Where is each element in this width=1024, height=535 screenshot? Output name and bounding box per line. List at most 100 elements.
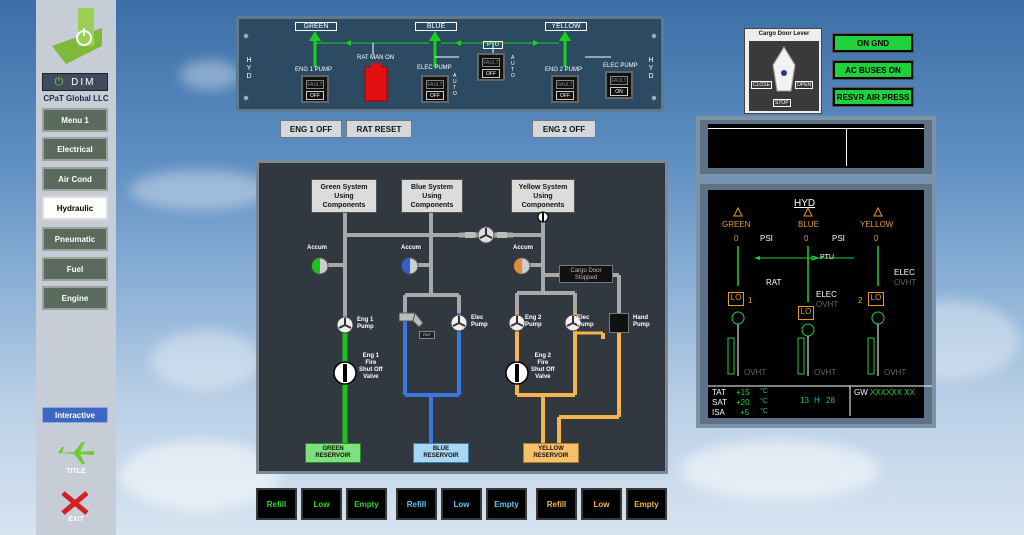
ecam-psi-unit: PSI	[760, 234, 773, 243]
eng1-pump-pushbutton[interactable]: FAULT OFF	[301, 75, 329, 103]
fault-light: FAULT	[556, 80, 574, 89]
rat-guard-icon	[364, 63, 388, 102]
ecam-hyd-title: HYD	[794, 198, 816, 209]
cargo-lever-handle-icon[interactable]	[769, 45, 799, 95]
hand-pump-icon	[609, 313, 629, 333]
on-light: ON	[610, 87, 628, 96]
dim-button[interactable]: ⏻ DIM	[42, 73, 108, 91]
cargo-close-label: CLOSE	[751, 81, 772, 89]
ac-buses-on-button[interactable]: AC BUSES ON	[832, 60, 914, 80]
cargo-door-lever-panel: Cargo Door Lever CLOSE OPEN STOP	[744, 28, 822, 114]
ecam-gw-label: GW	[854, 388, 868, 397]
eng2-off-button[interactable]: ENG 2 OFF	[532, 120, 596, 138]
green-empty-button[interactable]: Empty	[346, 488, 387, 520]
blue-refill-button[interactable]: Refill	[396, 488, 437, 520]
eng2-pump-icon	[508, 314, 526, 332]
ecam-blue-lo-indicator: LO	[798, 306, 814, 320]
cargo-door-lever-title: Cargo Door Lever	[758, 31, 810, 37]
menu-item-pneumatic[interactable]: Pneumatic	[42, 227, 108, 251]
yellow-valve-indicator-icon	[537, 211, 549, 223]
ecam-isa-value: +5	[740, 408, 750, 417]
rat-icon	[399, 311, 424, 328]
blue-system-label: BLUE	[415, 22, 457, 31]
eng1-pump-icon	[336, 316, 354, 334]
yellow-empty-button[interactable]: Empty	[626, 488, 667, 520]
ecam-isa-label: ISA	[712, 408, 725, 417]
cloud	[120, 440, 280, 510]
ecam-green-label: GREEN	[722, 220, 751, 229]
title-airplane-icon[interactable]	[56, 440, 96, 466]
yellow-system-label: YELLOW	[545, 22, 587, 31]
fault-light: FAULT	[426, 80, 444, 89]
rat-label: RAT	[419, 331, 435, 339]
screw	[651, 95, 657, 101]
ecam-sat-value: +20	[736, 398, 750, 407]
rat-reset-button[interactable]: RAT RESET	[346, 120, 412, 138]
blue-low-button[interactable]: Low	[441, 488, 482, 520]
interactive-button[interactable]: Interactive	[42, 407, 108, 423]
exit-icon[interactable]	[60, 490, 90, 516]
yellow-refill-button[interactable]: Refill	[536, 488, 577, 520]
menu-item-air-cond[interactable]: Air Cond	[42, 167, 108, 191]
green-low-button[interactable]: Low	[301, 488, 342, 520]
ecam-yellow-psi-value: 0	[874, 234, 879, 243]
off-light: OFF	[556, 91, 574, 100]
yellow-elec-pump-pushbutton[interactable]: FAULT ON	[605, 71, 633, 99]
ecam-gw-value: XXXXXX XX	[870, 388, 915, 397]
resvr-air-press-button[interactable]: RESVR AIR PRESS	[832, 87, 914, 107]
cloud	[680, 440, 880, 500]
ecam-green-lo-indicator: LO	[728, 292, 744, 306]
ac-buses-on-label: AC BUSES ON	[835, 63, 911, 77]
cargo-open-label: OPEN	[795, 81, 814, 89]
off-light: OFF	[306, 91, 324, 100]
blue-empty-button[interactable]: Empty	[486, 488, 527, 520]
ptu-pushbutton[interactable]: FAULT OFF	[477, 53, 505, 81]
ecam-upper-display	[696, 116, 936, 178]
menu-item-engine[interactable]: Engine	[42, 286, 108, 310]
on-gnd-label: ON GND	[835, 36, 911, 50]
blue-elec-pump-pushbutton[interactable]: FAULT OFF	[421, 75, 449, 103]
on-gnd-button[interactable]: ON GND	[832, 33, 914, 53]
eng1-off-button[interactable]: ENG 1 OFF	[280, 120, 342, 138]
yellow-accum-label: Accum	[513, 245, 534, 251]
ecam-blue-label: BLUE	[798, 220, 819, 229]
screw	[243, 95, 249, 101]
ecam-yellow-label: YELLOW	[860, 220, 894, 229]
ecam-psi-unit: PSI	[832, 234, 845, 243]
ecam-tat-unit: °C	[760, 388, 768, 395]
ecam-clock-h: H	[814, 396, 820, 405]
menu-item-electrical[interactable]: Electrical	[42, 137, 108, 161]
ecam-ptu-label: PTU	[820, 254, 834, 261]
ecam-tat-label: TAT	[712, 388, 726, 397]
title-label: TITLE	[66, 468, 86, 475]
green-refill-button[interactable]: Refill	[256, 488, 297, 520]
ecam-eng1-number: 1	[748, 296, 753, 305]
resvr-air-press-label: RESVR AIR PRESS	[835, 90, 911, 104]
ecam-green-ovht-label: OVHT	[744, 368, 767, 377]
eng2-fire-valve-icon	[505, 361, 529, 385]
menu-item-fuel[interactable]: Fuel	[42, 257, 108, 281]
eng2-pump-pushbutton[interactable]: FAULT OFF	[551, 75, 579, 103]
ecam-yellow-lo-indicator: LO	[868, 292, 884, 306]
app-logo-icon	[52, 8, 102, 64]
cloud	[130, 170, 270, 210]
blue-elec-pump-label: ELEC PUMP	[417, 65, 452, 71]
menu-item-menu-1[interactable]: Menu 1	[42, 108, 108, 132]
blue-accum-label: Accum	[401, 245, 422, 251]
cloud	[150, 330, 260, 390]
green-accum-label: Accum	[307, 245, 328, 251]
eng1-pump-label: ENG 1 PUMP	[295, 67, 333, 73]
rat-man-on-guard[interactable]	[361, 63, 391, 103]
ecam-yellow-elec-label: ELEC	[894, 268, 915, 277]
yellow-low-button[interactable]: Low	[581, 488, 622, 520]
menu-item-hydraulic[interactable]: Hydraulic	[42, 196, 108, 220]
